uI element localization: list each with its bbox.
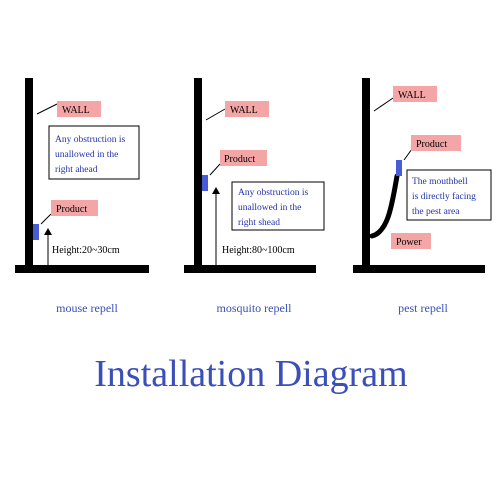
- panel-caption: mosquito repell: [217, 301, 293, 315]
- wall-tag: [393, 86, 437, 102]
- wall-pointer: [205, 108, 226, 121]
- wall-tag: [225, 101, 269, 117]
- note-line-1: The mouthbell: [412, 177, 468, 187]
- height-arrow: [44, 228, 52, 265]
- panel-pest-repell: WALL Product The mouthbell is directly f…: [353, 78, 492, 315]
- power-tag-label: Power: [396, 237, 422, 248]
- note-line-3: the pest area: [412, 207, 460, 217]
- product-tag: [411, 135, 461, 151]
- wall: [362, 78, 370, 268]
- product-device: [33, 224, 39, 240]
- wall: [194, 78, 202, 268]
- height-arrow: [212, 187, 220, 265]
- height-label: Height:20~30cm: [52, 245, 120, 256]
- note-line-3: right shead: [238, 218, 280, 228]
- note-box: [48, 125, 140, 180]
- product-pointer: [209, 163, 221, 176]
- product-device: [396, 160, 402, 176]
- panel-mouse-repell: WALL Any obstruction is unallowed in the…: [15, 78, 149, 315]
- diagram-title: Installation Diagram: [94, 353, 407, 395]
- product-tag-label: Product: [416, 139, 447, 150]
- note-line-2: unallowed in the: [55, 150, 118, 160]
- wall: [25, 78, 33, 268]
- floor: [15, 265, 149, 273]
- floor: [353, 265, 485, 273]
- note-line-2: is directly facing: [412, 191, 476, 202]
- wall-tag: [57, 101, 101, 117]
- product-pointer: [40, 213, 52, 225]
- product-device: [202, 175, 208, 191]
- wall-pointer: [36, 103, 58, 115]
- power-cable: [369, 173, 400, 239]
- height-label: Height:80~100cm: [222, 245, 295, 256]
- note-line-1: Any obstruction is: [55, 135, 125, 145]
- product-tag-label: Product: [224, 154, 255, 165]
- floor: [184, 265, 316, 273]
- note-box: [231, 181, 325, 231]
- panel-caption: mouse repell: [56, 301, 118, 315]
- product-tag: [51, 200, 98, 216]
- wall-pointer: [373, 97, 394, 112]
- note-box: [406, 169, 492, 221]
- panel-caption: pest repell: [398, 301, 448, 315]
- wall-tag-label: WALL: [398, 90, 426, 101]
- power-tag: [391, 233, 431, 249]
- note-line-2: unallowed in the: [238, 203, 301, 213]
- note-line-1: Any obstruction is: [238, 188, 308, 198]
- product-tag: [220, 150, 267, 166]
- wall-tag-label: WALL: [230, 105, 258, 116]
- product-tag-label: Product: [56, 204, 87, 215]
- wall-tag-label: WALL: [62, 105, 90, 116]
- product-pointer: [403, 148, 413, 161]
- note-line-3: right ahead: [55, 165, 98, 175]
- panel-mosquito-repell: WALL Product Any obstruction is unallowe…: [184, 78, 325, 315]
